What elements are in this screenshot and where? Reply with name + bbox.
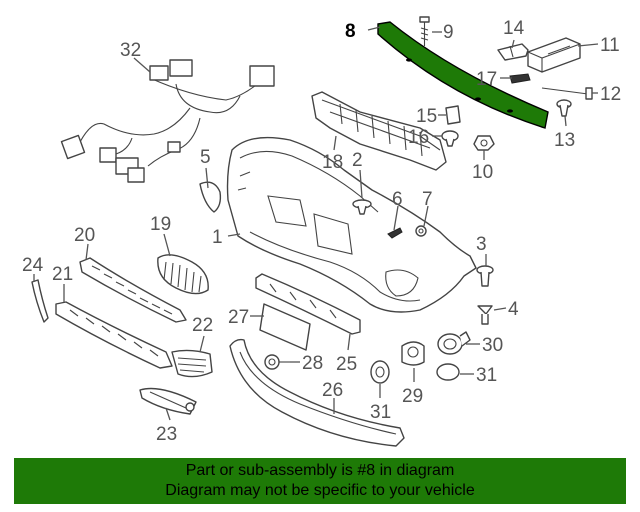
callout-17: 17 [476,69,497,90]
callout-3: 3 [476,234,487,255]
part-1-bumper-cover[interactable] [226,136,477,313]
part-7-clip[interactable] [415,225,427,237]
callout-20: 20 [74,225,95,246]
callout-12: 12 [600,84,621,105]
part-4-clip[interactable] [477,305,493,325]
callout-8: 8 [345,21,356,42]
part-8-bumper-reinforcement[interactable] [377,21,549,129]
callout-labels: 8 9 14 11 17 12 13 15 16 10 18 2 6 7 5 1… [22,18,621,445]
part-3-clip[interactable] [476,265,494,287]
callout-9: 9 [443,22,454,43]
callout-13: 13 [554,130,575,151]
part-28-screw[interactable] [264,354,290,370]
part-31-ring[interactable] [436,363,460,381]
part-21-lower-grille[interactable] [55,301,173,369]
parts-diagram: 8 9 14 11 17 12 13 15 16 10 18 2 6 7 5 1… [22,16,621,447]
callout-19: 19 [150,214,171,235]
part-13-clip[interactable] [556,99,572,117]
part-32-wiring-harness[interactable] [60,59,275,183]
callout-30: 30 [482,335,503,356]
callout-27: 27 [228,307,249,328]
callout-2: 2 [352,150,363,171]
callout-21: 21 [52,264,73,285]
part-6-bracket[interactable] [387,227,403,239]
callout-31-right: 31 [476,365,497,386]
callout-11: 11 [600,35,620,56]
part-11-mount[interactable] [527,37,581,73]
leader-lines [33,26,599,421]
callout-23: 23 [156,424,177,445]
callout-24: 24 [22,255,44,276]
part-30-sensor[interactable] [437,331,471,355]
part-12-bolt[interactable] [541,87,593,100]
callout-7: 7 [422,189,433,210]
part-20-grille-strip[interactable] [79,257,187,323]
part-29-sensor-holder[interactable] [401,341,425,366]
callout-14: 14 [503,18,525,39]
part-2-clip[interactable] [352,199,372,215]
callout-5: 5 [200,147,211,168]
part-22-side-grille[interactable] [171,349,213,378]
callout-31-lower: 31 [370,402,391,423]
part-27-plate-bracket[interactable] [259,303,311,351]
callout-18: 18 [322,152,343,173]
info-banner: Part or sub-assembly is #8 in diagram Di… [14,458,626,504]
callout-16: 16 [408,127,429,148]
callout-29: 29 [402,386,423,407]
part-17-clip[interactable] [509,73,531,84]
callout-26: 26 [322,380,343,401]
callout-32: 32 [120,40,141,61]
part-25-lower-reinforcement[interactable] [255,273,361,335]
callout-6: 6 [392,189,403,210]
part-24-trim-strip[interactable] [31,279,49,323]
part-19-kidney-grille[interactable] [157,254,209,295]
callout-22: 22 [192,315,213,336]
callout-25: 25 [336,354,357,375]
part-5-trim-cover[interactable] [199,181,222,213]
part-26-lower-spoiler[interactable] [229,338,405,447]
part-23-fog-trim[interactable] [139,387,197,415]
callout-4: 4 [508,299,519,320]
callout-15: 15 [416,106,437,127]
banner-line-disclaimer: Diagram may not be specific to your vehi… [165,482,475,499]
part-14-bracket[interactable] [497,43,529,61]
part-15-clip[interactable] [445,105,461,125]
part-18-energy-absorber[interactable] [311,91,447,171]
callout-10: 10 [472,162,493,183]
part-31-ring-lower[interactable] [370,360,390,384]
part-16-rivet[interactable] [441,130,459,147]
callout-28: 28 [302,353,323,374]
part-9-bolt[interactable] [419,16,430,46]
callout-1: 1 [212,227,223,248]
part-10-nut[interactable] [473,135,495,151]
banner-line-part: Part or sub-assembly is #8 in diagram [185,462,455,479]
